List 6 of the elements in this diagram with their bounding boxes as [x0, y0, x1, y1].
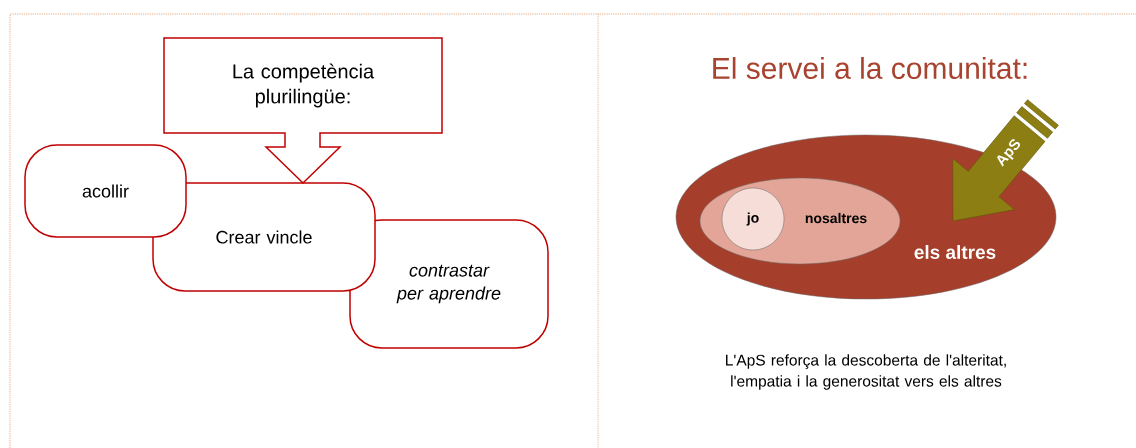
rounded-box: Crear vincle [152, 182, 376, 292]
heading: El servei a la comunitat: [713, 57, 1027, 80]
rounded-box: contrastar per aprendre [349, 219, 549, 349]
callout-box: La competència plurilingüe: [163, 37, 443, 185]
caption: L'ApS reforça la descoberta de l'alteritat, l'empatia i la generositat vers els altres [726, 354, 1006, 390]
rounded-box: acollir [24, 144, 187, 238]
